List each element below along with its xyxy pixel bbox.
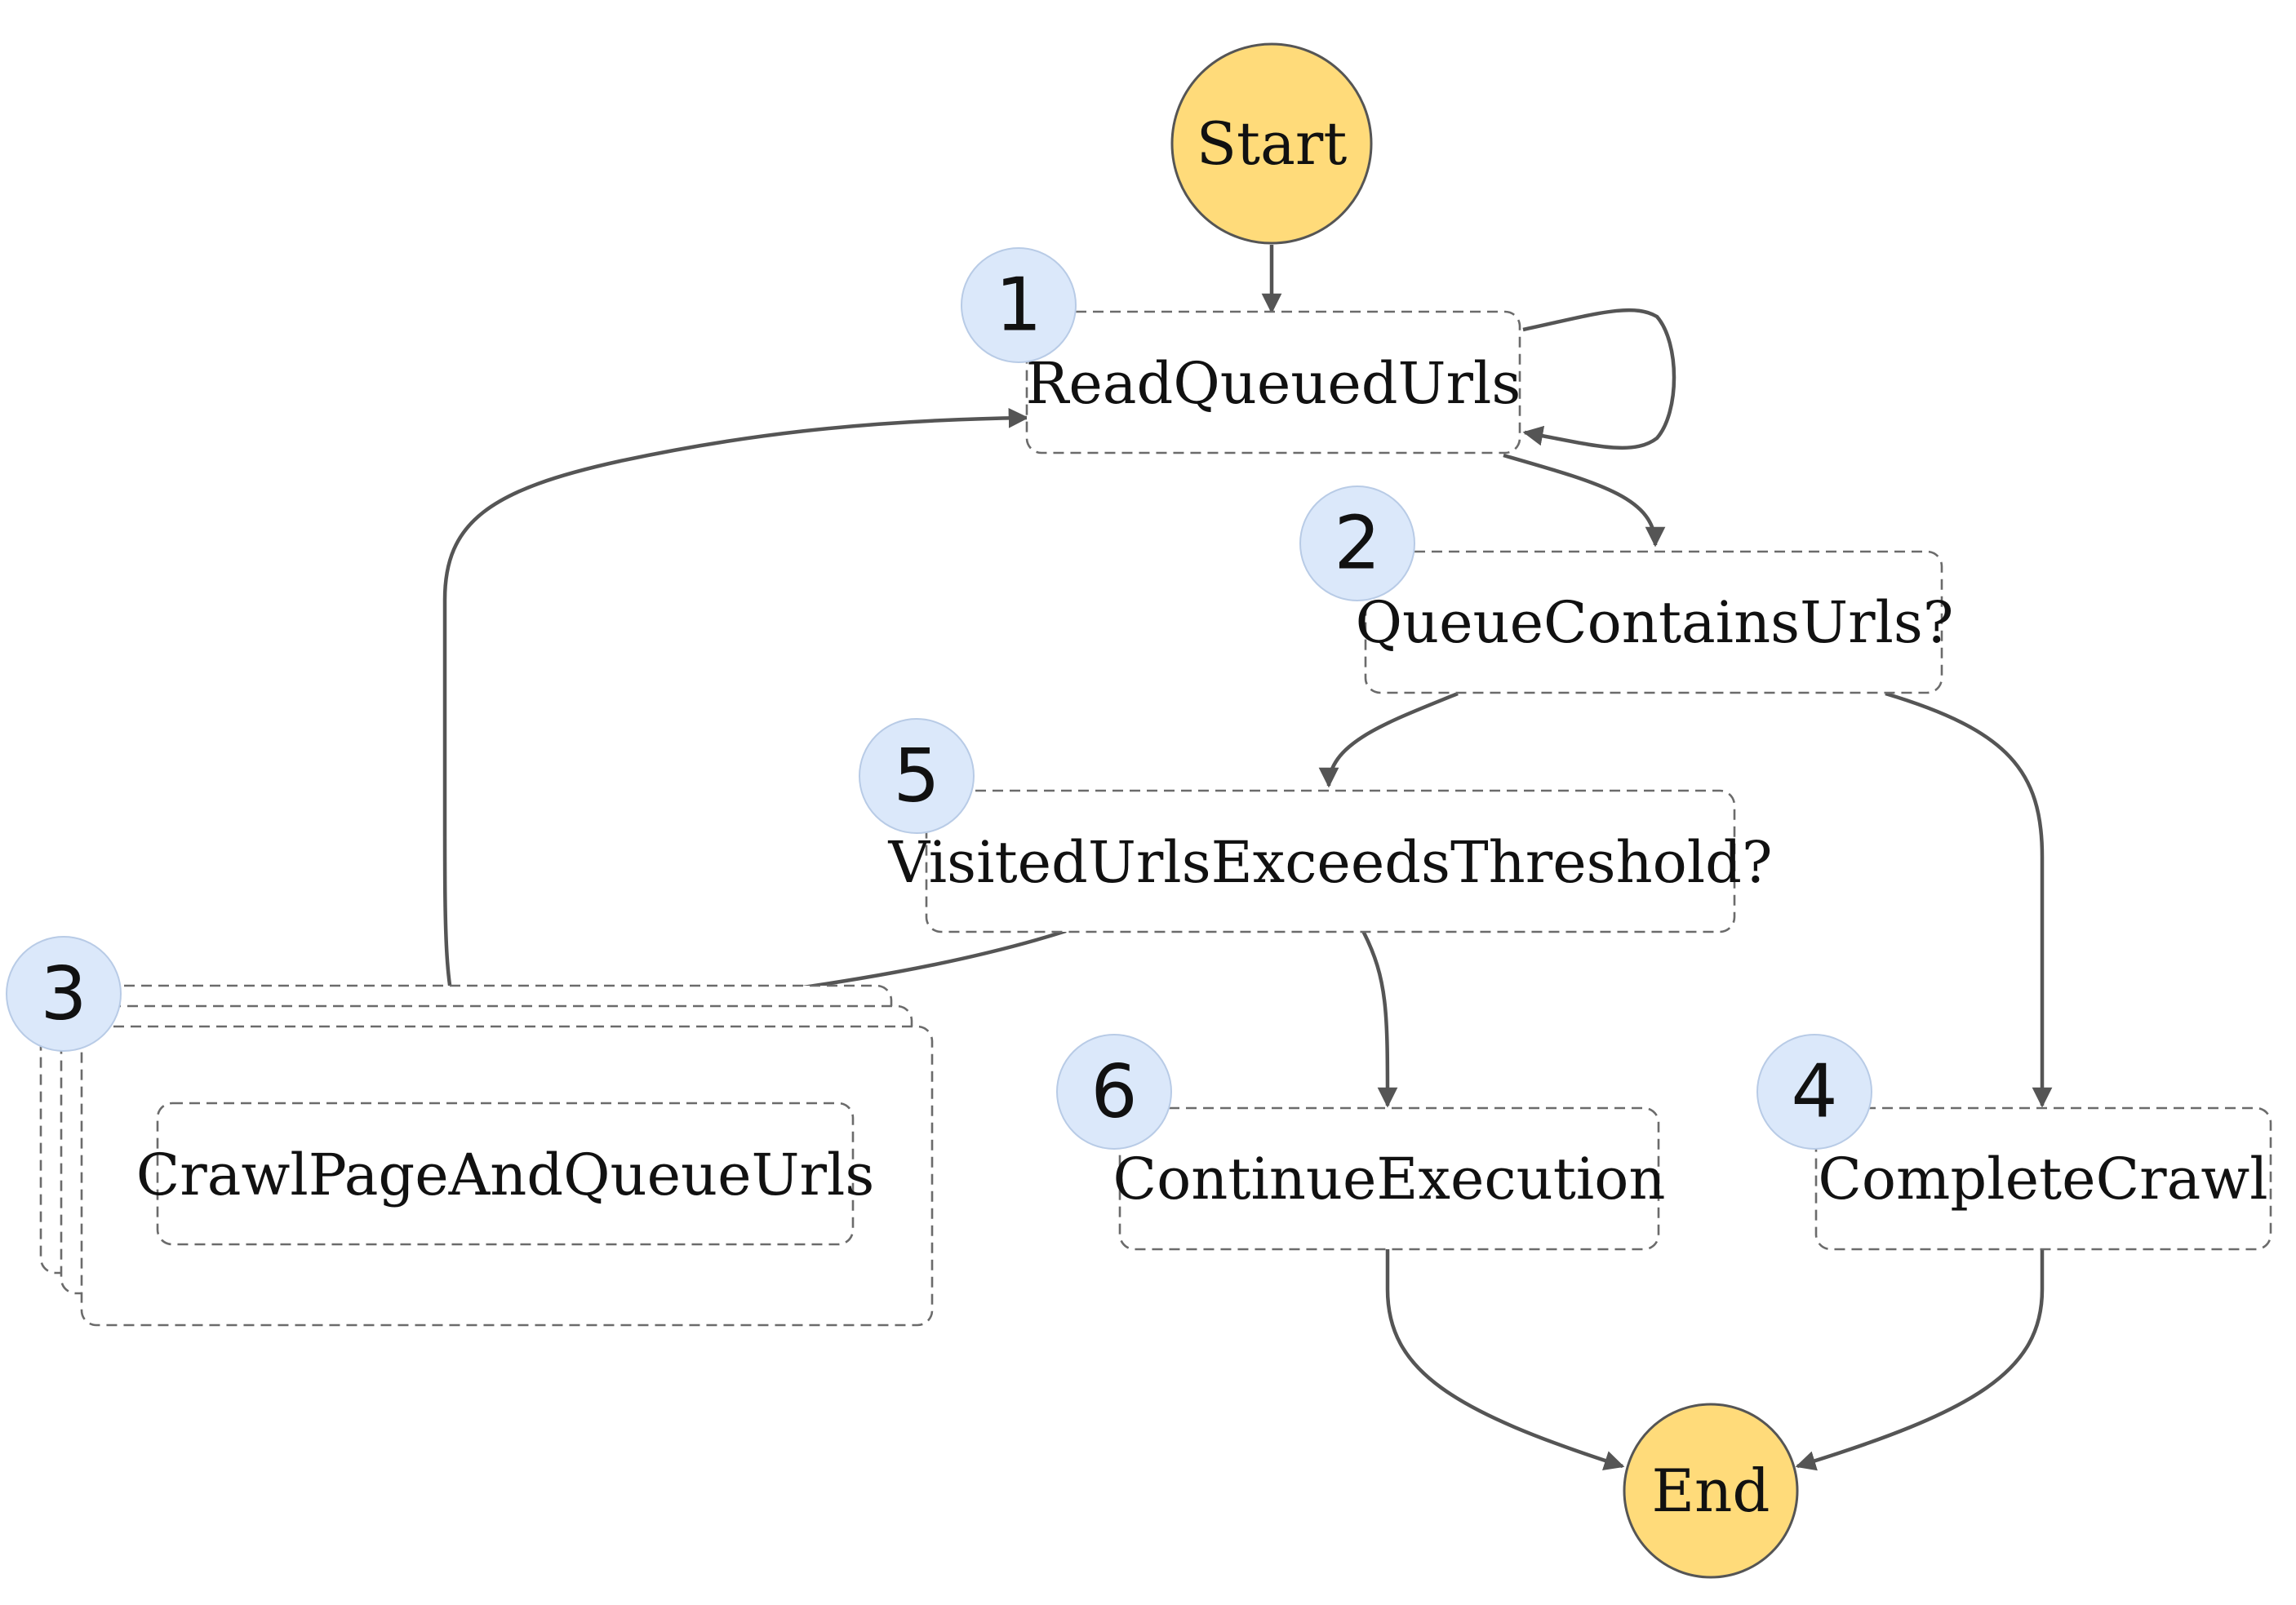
edge-read-self-loop (1522, 308, 1676, 450)
step-badge-1-label: 1 (995, 263, 1041, 348)
step-badge-1-circle (961, 247, 1077, 363)
step-badge-5-circle (859, 718, 975, 834)
read-state-label: ReadQueuedUrls (1026, 350, 1521, 417)
step-badge-3-label: 3 (40, 951, 87, 1037)
step-badge-3-circle (6, 936, 122, 1052)
continue-state-label: ContinueExecution (1113, 1146, 1666, 1213)
crawl-state-box (156, 1102, 855, 1246)
state-queue-contains-urls[interactable]: QueueContainsUrls? 2 (1299, 485, 1954, 694)
step-badge-2-label: 2 (1334, 501, 1380, 587)
state-read-queued-urls[interactable]: ReadQueuedUrls 1 (961, 247, 1521, 454)
step-badge-6: 6 (1056, 1034, 1172, 1150)
edge-continue-to-end (1385, 1248, 1625, 1470)
end-circle (1623, 1403, 1799, 1579)
edge-crawl-to-read (442, 407, 1029, 1031)
continue-state-box (1118, 1106, 1660, 1251)
end-label: End (1651, 1456, 1770, 1525)
step-badge-2-circle (1299, 485, 1415, 601)
edge-queue-to-visited (1318, 691, 1459, 788)
complete-state-box (1814, 1106, 2272, 1251)
step-badge-4: 4 (1756, 1034, 1872, 1150)
step-badge-5: 5 (859, 718, 975, 834)
step-badge-2: 2 (1299, 485, 1415, 601)
visited-state-label: VisitedUrlsExceedsThreshold? (887, 829, 1772, 896)
state-crawl-page-and-queue-urls[interactable]: CrawlPageAndQueueUrls 3 (6, 936, 934, 1327)
state-complete-crawl[interactable]: CompleteCrawl 4 (1756, 1034, 2272, 1251)
edge-visited-to-continue (1361, 929, 1398, 1108)
step-badge-4-circle (1756, 1034, 1872, 1150)
edge-read-to-queue (1503, 453, 1666, 548)
complete-state-label: CompleteCrawl (1818, 1146, 2267, 1213)
step-badge-6-circle (1056, 1034, 1172, 1150)
edge-complete-to-end (1795, 1248, 2045, 1471)
start-label: Start (1197, 109, 1348, 178)
edge-queue-to-complete (1885, 691, 2053, 1108)
queue-state-box (1364, 550, 1943, 694)
step-badge-3: 3 (6, 936, 122, 1052)
visited-state-box (925, 789, 1736, 933)
state-visited-urls-exceeds-threshold[interactable]: VisitedUrlsExceedsThreshold? 5 (859, 718, 1773, 933)
start-circle (1170, 42, 1373, 245)
step-badge-1: 1 (961, 247, 1077, 363)
step-badge-6-label: 6 (1090, 1049, 1137, 1135)
queue-state-label: QueueContainsUrls? (1356, 589, 1954, 656)
end-node: End (1623, 1403, 1799, 1579)
crawl-state-label: CrawlPageAndQueueUrls (136, 1142, 875, 1208)
step-badge-4-label: 4 (1791, 1049, 1837, 1135)
state-continue-execution[interactable]: ContinueExecution 6 (1056, 1034, 1666, 1251)
read-state-box (1025, 310, 1521, 454)
start-node: Start (1170, 42, 1373, 245)
step-badge-5-label: 5 (893, 734, 939, 819)
